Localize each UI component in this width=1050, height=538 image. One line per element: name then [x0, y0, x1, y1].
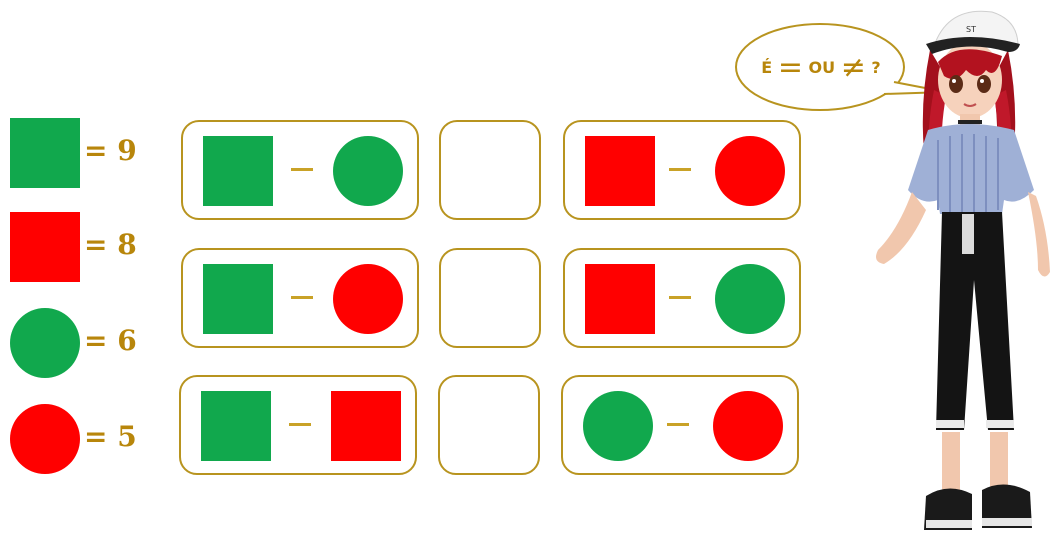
- svg-text:ST: ST: [966, 25, 976, 34]
- answer-box-2[interactable]: [439, 248, 541, 348]
- green-square-icon: [203, 264, 273, 334]
- expression-box-right-3: [561, 375, 799, 475]
- legend-red-circle: = 5: [10, 404, 140, 476]
- minus-sign: [667, 423, 689, 426]
- legend-value: = 6: [84, 324, 137, 357]
- bubble-e: É: [761, 58, 772, 77]
- character-illustration: ST: [868, 0, 1050, 538]
- green-circle-icon: [333, 136, 403, 206]
- expression-box-right-2: [563, 248, 801, 348]
- red-circle-icon: [713, 391, 783, 461]
- answer-box-3[interactable]: [438, 375, 540, 475]
- green-square-icon: [201, 391, 271, 461]
- red-circle-icon: [715, 136, 785, 206]
- equals-sign: =: [778, 50, 803, 85]
- bubble-ou: OU: [809, 58, 836, 77]
- green-circle-icon: [715, 264, 785, 334]
- legend-green-square: = 9: [10, 118, 140, 190]
- legend-value: = 5: [84, 420, 137, 453]
- expression-box-left-2: [181, 248, 419, 348]
- legend-value: = 8: [84, 228, 137, 261]
- green-square-icon: [203, 136, 273, 206]
- minus-sign: [289, 423, 311, 426]
- minus-sign: [291, 296, 313, 299]
- minus-sign: [291, 168, 313, 171]
- red-square-icon: [585, 136, 655, 206]
- green-square-icon: [10, 118, 80, 188]
- answer-box-1[interactable]: [439, 120, 541, 220]
- legend-value: = 9: [84, 134, 137, 167]
- expression-box-left-3: [179, 375, 417, 475]
- red-square-icon: [10, 212, 80, 282]
- red-circle-icon: [10, 404, 80, 474]
- green-circle-icon: [583, 391, 653, 461]
- legend-red-square: = 8: [10, 212, 140, 284]
- minus-sign: [669, 296, 691, 299]
- red-circle-icon: [333, 264, 403, 334]
- legend-green-circle: = 6: [10, 308, 140, 380]
- expression-box-right-1: [563, 120, 801, 220]
- expression-box-left-1: [181, 120, 419, 220]
- red-square-icon: [585, 264, 655, 334]
- red-square-icon: [331, 391, 401, 461]
- not-equals-sign: ≠: [841, 50, 866, 85]
- green-circle-icon: [10, 308, 80, 378]
- minus-sign: [669, 168, 691, 171]
